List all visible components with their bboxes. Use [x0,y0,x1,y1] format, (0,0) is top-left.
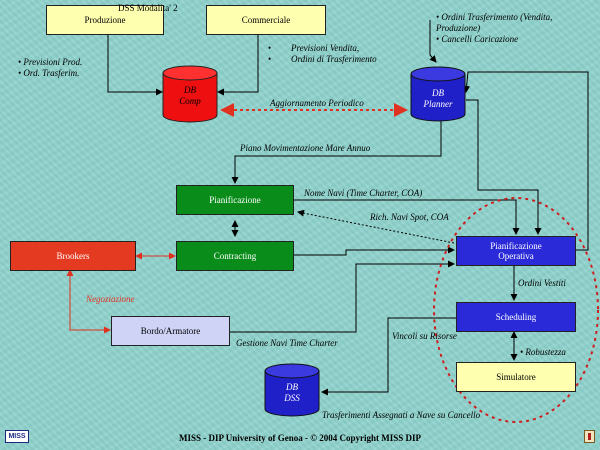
pianificazione-box[interactable]: Pianificazione [176,185,294,215]
arrow-scheduling-dbdss [321,317,456,396]
footer-copyright: MISS - DIP University of Genoa - © 2004 … [179,433,421,443]
planner-note-2: Produzione) [436,23,481,33]
db-planner-label-2: Planner [423,99,453,109]
aggiornamento-label: Aggiornamento Periodico [270,98,364,108]
gestione-navi-label: Gestione Navi Time Charter [236,338,338,348]
db-planner-database[interactable]: DB Planner [410,66,466,122]
brookers-label: Brookers [56,251,90,261]
brookers-box[interactable]: Brookers [10,241,136,271]
arrow-pianop-dbplanner [463,71,589,251]
arrow-nomenavi-pianop [294,199,520,235]
highlight-ellipse [433,197,599,423]
db-dss-label-1: DB [286,382,298,392]
planner-note-1: • Ordini Trasferimento (Vendita, [436,12,553,22]
commerciale-label: Commerciale [241,15,291,25]
trasferimenti-label: Trasferimenti Assegnati a Nave su Cancel… [322,410,481,420]
bordo-armatore-label: Bordo/Armatore [140,326,201,336]
arrow-contracting-pianop [294,246,455,256]
arrow-richnavi-dotted [297,209,455,244]
pianificazione-operativa-box[interactable]: Pianificazione Operativa [456,236,576,266]
db-comp-label-1: DB [184,85,196,95]
commerciale-bullet-1: • [268,43,272,53]
db-dss-database[interactable]: DB DSS [264,363,320,417]
db-dss-cylinder-icon [264,363,320,417]
scheduling-label: Scheduling [495,312,537,322]
arrow-produzione-dbcomp [107,35,163,96]
contracting-label: Contracting [213,251,257,261]
arrow-dbplanner-pianop [466,99,542,235]
bordo-armatore-box[interactable]: Bordo/Armatore [111,316,230,346]
commerciale-box[interactable]: Commerciale [206,5,326,35]
commerciale-note-2: Ordini di Trasferimento [291,54,377,64]
arrow-dbplanner-pianificazione [231,120,442,184]
ordini-vestiti-label: Ordini Vestiti [518,278,566,288]
commerciale-bullet-2: • [268,54,272,64]
contracting-box[interactable]: Contracting [176,241,294,271]
db-comp-database[interactable]: DB Comp [162,65,218,123]
planner-note-3: • Cancelli Caricazione [436,34,519,44]
db-comp-cylinder-icon [162,65,218,123]
produzione-box[interactable]: Produzione [46,5,164,35]
nome-navi-label: Nome Navi (Time Charter, COA) [304,188,423,198]
produzione-note-2: • Ord. Trasferim. [18,68,80,78]
rich-navi-label: Rich. Navi Spot, COA [370,212,449,222]
produzione-label: Produzione [84,15,126,25]
db-dss-label-2: DSS [284,393,300,403]
db-planner-label-1: DB [432,88,444,98]
university-crest-icon [584,430,595,443]
arrow-negoziazione-red [66,269,111,334]
dss-mode-title: DSS Modalita' 2 [118,3,178,13]
arrow-commerciale-dbcomp [217,35,259,96]
pian-op-label-2: Operativa [498,251,534,261]
negoziazione-label: Negoziazione [86,294,135,304]
robustezza-label: • Robustezza [520,347,566,357]
simulatore-box[interactable]: Simulatore [456,362,576,392]
produzione-note-1: • Previsioni Prod. [18,57,83,67]
vincoli-label: Vincoli su Risorse [392,331,457,341]
scheduling-box[interactable]: Scheduling [456,302,576,332]
miss-logo: MISS [5,430,29,443]
piano-movimentazione-label: Piano Movimentazione Mare Annuo [240,143,371,153]
arrow-input-dbplanner [429,20,437,63]
pianificazione-label: Pianificazione [209,195,261,205]
commerciale-note-1: Previsioni Vendita, [291,43,360,53]
db-comp-label-2: Comp [179,96,201,106]
db-planner-cylinder-icon [410,66,466,122]
simulatore-label: Simulatore [496,372,536,382]
pian-op-label-1: Pianificazione [490,241,542,251]
arrow-bordo-pianop [230,260,455,333]
